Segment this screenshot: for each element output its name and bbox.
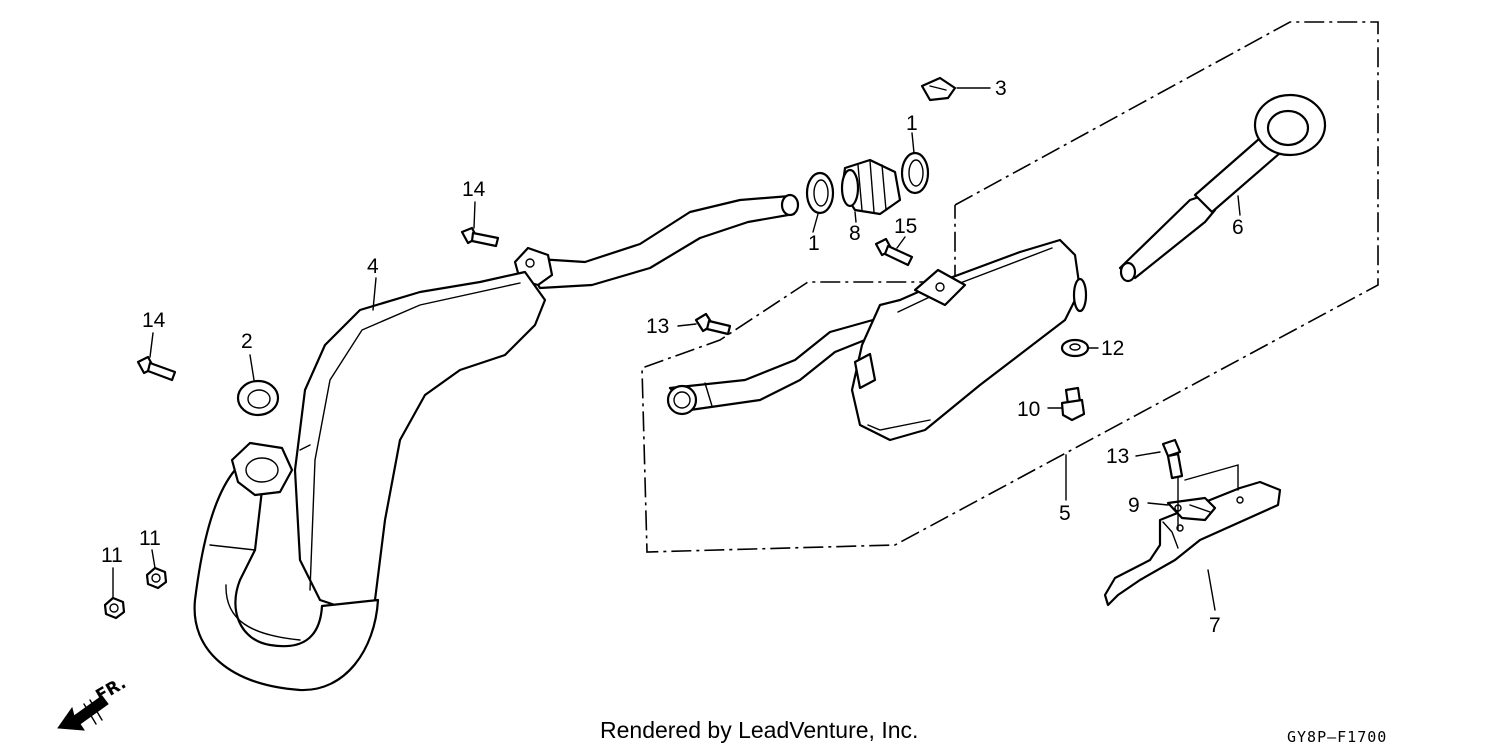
joint-gasket-right [900,151,930,195]
bolt-14-left [136,355,177,382]
spark-arrester [1118,93,1327,283]
callout-14-upper: 14 [462,178,486,201]
callout-1-left: 1 [808,232,820,255]
diagram-code: GY8P–F1700 [1287,728,1387,746]
guide-lines [1177,464,1239,531]
bolt-13-upper [694,312,732,336]
bolt-15 [874,237,914,267]
callout-12: 12 [1101,337,1124,360]
callout-2: 2 [241,330,253,353]
callout-1-right: 1 [906,112,918,135]
callout-14-left: 14 [142,309,166,332]
bolt-14-upper [460,226,500,248]
callout-4: 4 [367,255,379,278]
callout-13-lower: 13 [1106,445,1129,468]
nut-11-right [145,566,168,590]
callout-3: 3 [995,77,1007,100]
setting-plate [1166,496,1217,522]
heat-protector [1103,480,1282,607]
callout-15: 15 [894,215,917,238]
nut-11-left [103,596,126,620]
front-direction-arrow: FR. [57,673,130,731]
joint-rubber [840,158,902,216]
washer-12 [1060,338,1090,358]
leader-lines [112,87,1241,611]
joint-gasket-left [805,171,835,215]
callout-11-right: 11 [139,527,161,550]
exhaust-pipe [193,193,800,692]
bolt-10 [1060,386,1086,422]
callout-13-upper: 13 [646,315,669,338]
render-credit: Rendered by LeadVenture, Inc. [600,717,918,743]
callout-6: 6 [1232,216,1244,239]
callout-7: 7 [1209,614,1221,637]
silencer [666,238,1088,442]
callout-5: 5 [1059,502,1071,525]
callout-10: 10 [1017,398,1040,421]
exhaust-gasket [236,379,280,417]
callout-11-left: 11 [101,544,123,567]
bolt-13-lower [1161,438,1184,480]
callout-8: 8 [849,222,861,245]
assembly-boundary [641,21,1379,553]
callout-9: 9 [1128,494,1140,517]
clip [920,76,957,102]
